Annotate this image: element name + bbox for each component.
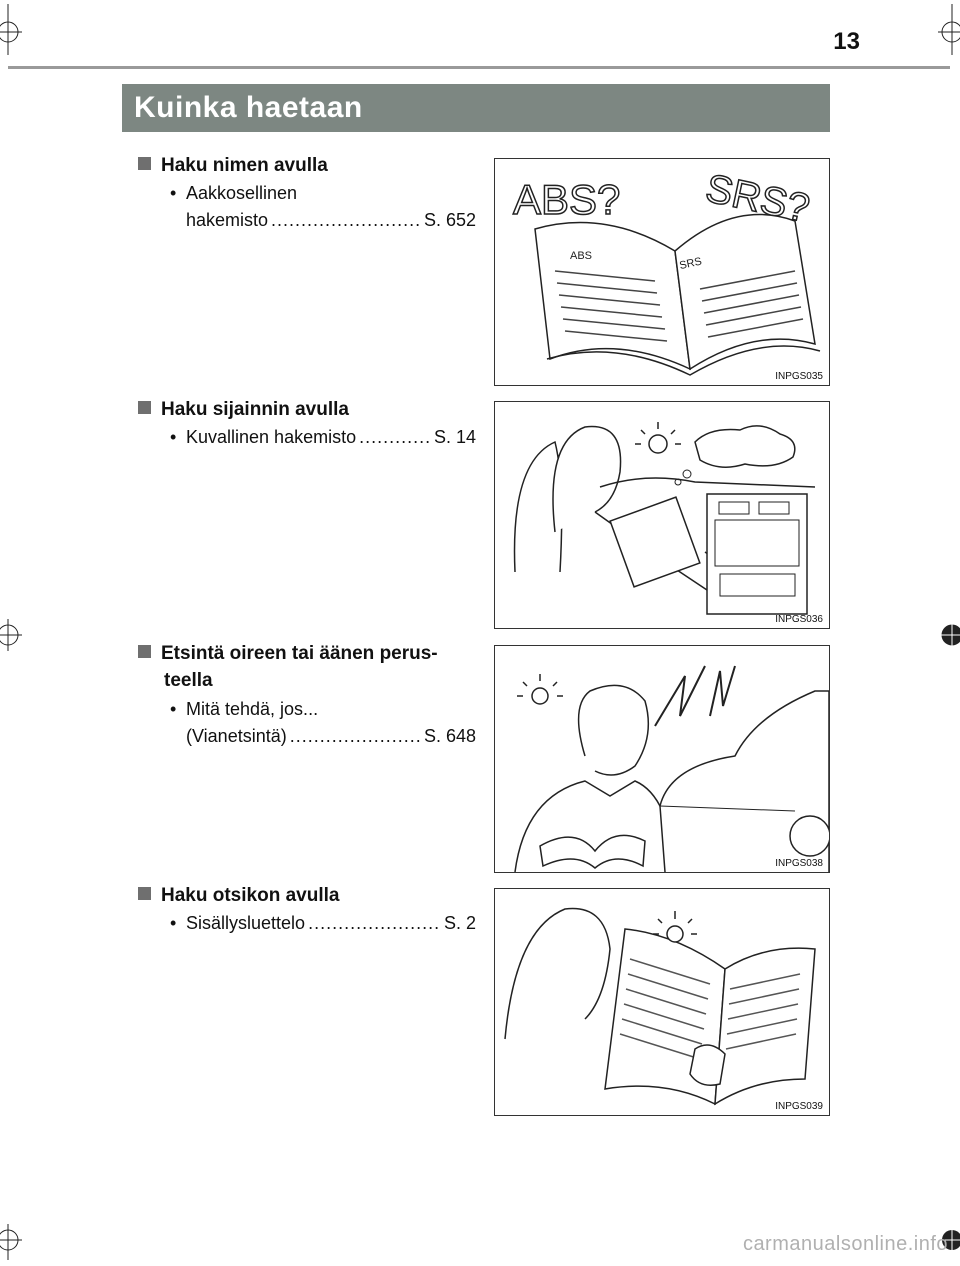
item-title: Haku otsikon avulla [161, 885, 340, 906]
index-entry[interactable]: • Sisällysluettelo......................… [170, 910, 476, 937]
dot-leader: ........................................… [289, 726, 421, 746]
item-title-line2: teella [164, 670, 213, 691]
open-book-illustration: ABS? SRS? ABS SRS [512, 165, 821, 376]
figure-troubleshooting: INPGS038 [494, 645, 830, 873]
bullet-dot-icon: • [170, 427, 177, 447]
crop-mark-top-right [938, 4, 960, 55]
figure-table-of-contents: INPGS039 [494, 888, 830, 1116]
top-rule [8, 66, 950, 69]
bullet-dot-icon: • [170, 699, 177, 719]
crop-mark-top-left [0, 4, 22, 55]
entry-page: S. 14 [433, 427, 476, 447]
index-entry[interactable]: • Kuvallinen hakemisto..................… [170, 424, 476, 451]
entry-text-cont: hakemisto [186, 210, 269, 230]
figure-pictorial-index: INPGS036 [494, 401, 830, 629]
entry-page: S. 2 [443, 913, 476, 933]
crop-mark-mid-right [938, 619, 960, 651]
entry-page: S. 652 [423, 210, 476, 230]
entry-text: Mitä tehdä, jos... [186, 699, 319, 719]
search-method-symptom: Etsintä oireen tai äänen perus- teella [138, 640, 514, 694]
bullet-dot-icon: • [170, 913, 177, 933]
dot-leader: ........................................… [308, 913, 441, 933]
entry-text-cont: (Vianetsintä) [186, 726, 287, 746]
crop-mark-bottom-right [938, 1224, 960, 1260]
item-title: Haku nimen avulla [161, 155, 328, 176]
watermark: carmanualsonline.info [742, 1233, 948, 1255]
section-title: Kuinka haetaan [122, 84, 830, 132]
figure-alphabetical-index: ABS? SRS? ABS SRS INPGS035 [494, 158, 830, 386]
square-bullet-icon [138, 401, 151, 414]
reading-book-illustration [504, 907, 816, 1106]
item-title-line1: Etsintä oireen tai äänen perus- [161, 643, 438, 664]
page-number: 13 [833, 28, 860, 55]
crop-mark-mid-left [0, 619, 22, 651]
search-method-title: Haku otsikon avulla [138, 882, 514, 909]
svg-text:SRS: SRS [678, 256, 703, 272]
search-method-location: Haku sijainnin avulla [138, 396, 514, 423]
entry-text: Aakkosellinen [186, 183, 298, 203]
bullet-dot-icon: • [170, 183, 177, 203]
figure-label: INPGS038 [775, 858, 823, 869]
figure-label: INPGS035 [775, 371, 823, 382]
square-bullet-icon [138, 887, 151, 900]
person-and-car-illustration [514, 665, 829, 872]
index-entry[interactable]: • Mitä tehdä, jos... (Vianetsintä)......… [170, 696, 476, 750]
item-title: Haku sijainnin avulla [161, 399, 349, 420]
abs-question-text: ABS? [513, 176, 620, 223]
crop-mark-bottom-left [0, 1224, 22, 1260]
figure-label: INPGS036 [775, 614, 823, 625]
dot-leader: .................................. [359, 427, 431, 447]
dot-leader: ........................................… [271, 210, 421, 230]
index-entry[interactable]: • Aakkosellinen hakemisto...............… [170, 180, 476, 234]
square-bullet-icon [138, 157, 151, 170]
square-bullet-icon [138, 645, 151, 658]
entry-text: Kuvallinen hakemisto [186, 427, 357, 447]
entry-text: Sisällysluettelo [186, 913, 306, 933]
figure-label: INPGS039 [775, 1101, 823, 1112]
svg-text:ABS: ABS [570, 250, 592, 262]
driver-dashboard-illustration [513, 422, 816, 615]
search-method-name: Haku nimen avulla [138, 152, 514, 179]
entry-page: S. 648 [423, 726, 476, 746]
